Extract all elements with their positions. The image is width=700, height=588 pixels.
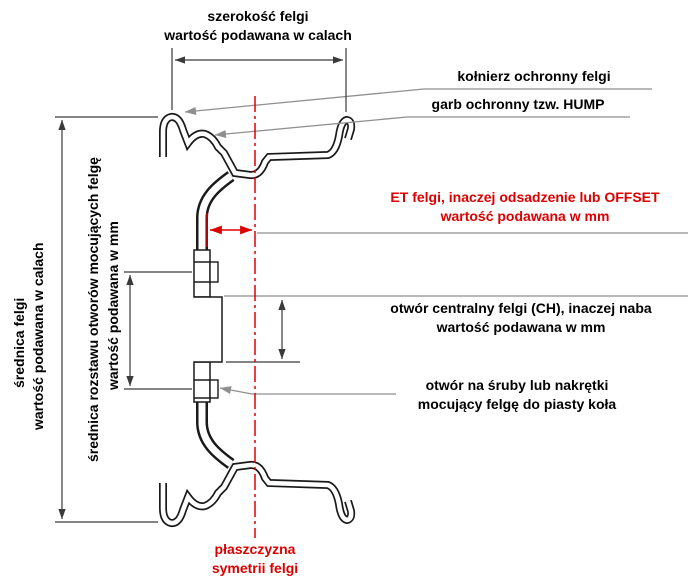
rim-barrel-bottom [159, 460, 356, 528]
dim-rim-diameter [55, 116, 158, 523]
hump-label-text: garb ochronny tzw. HUMP [431, 96, 605, 112]
red-annotations [206, 96, 256, 538]
bolt-hole-lower-boss [209, 379, 219, 399]
rim-barrel-top [159, 112, 356, 180]
symmetry-plane-label-line2: symetrii felgi [211, 560, 299, 576]
rim-width-label-line1: szerokość felgi [207, 8, 309, 24]
offset-label-line2: wartość podawana w mm [440, 208, 610, 224]
dimension-lines [55, 48, 347, 523]
offset-label: ET felgi, inaczej odsadzenie lub OFFSET … [360, 188, 690, 226]
offset-label-line1: ET felgi, inaczej odsadzenie lub OFFSET [390, 189, 660, 205]
mounting-face-lower [193, 361, 211, 403]
bolt-holes-label-line2: mocujący felgę do piasty koła [417, 396, 617, 412]
symmetry-plane-label-line1: płaszczyzna [214, 541, 296, 557]
rim-diameter-label-line1: średnica felgi [11, 297, 27, 388]
leader-lines [184, 88, 688, 395]
rim-cross-section-drawing [159, 112, 356, 528]
rim-diameter-label-line2: wartość podawana w calach [30, 242, 46, 430]
hump-label: garb ochronny tzw. HUMP [388, 95, 648, 114]
center-bore-label-line1: otwór centralny felgi (CH), inaczej naba [390, 300, 652, 316]
dim-offset-et [206, 213, 253, 247]
rim-width-label: szerokość felgi wartość podawana w calac… [108, 7, 408, 45]
center-bore-outline [194, 296, 223, 363]
dim-center-bore [226, 299, 300, 363]
bolt-hole-upper-boss [209, 261, 219, 283]
rim-barrel-bottom-core [160, 462, 354, 526]
flange-label: kołnierz ochronny felgi [404, 67, 664, 86]
bolt-circle-label-line2: wartość podawana w mm [105, 221, 121, 390]
leader-bolt-hole [219, 386, 396, 395]
bolt-hole-upper [194, 261, 210, 283]
leader-hump [214, 116, 630, 138]
dim-bolt-circle [124, 271, 192, 390]
dim-rim-width [171, 48, 347, 112]
bolt-hole-lower [194, 379, 210, 399]
rim-barrel-top-core [160, 114, 354, 178]
disc-upper-core [198, 173, 234, 253]
center-bore-label: otwór centralny felgi (CH), inaczej naba… [356, 299, 686, 337]
disc-lower-core [198, 402, 234, 467]
symmetry-plane-label: płaszczyzna symetrii felgi [175, 540, 335, 578]
leader-flange [184, 88, 652, 115]
bolt-holes-label-line1: otwór na śruby lub nakrętki [425, 377, 609, 393]
bolt-holes-label: otwór na śruby lub nakrętki mocujący fel… [352, 376, 682, 414]
mounting-face-upper [193, 249, 211, 298]
rim-width-label-line2: wartość podawana w calach [164, 27, 352, 43]
bolt-circle-label-line1: średnica rozstawu otworów mocujących fel… [85, 157, 101, 462]
center-bore-label-line2: wartość podawana w mm [436, 319, 606, 335]
flange-label-text: kołnierz ochronny felgi [457, 68, 611, 84]
